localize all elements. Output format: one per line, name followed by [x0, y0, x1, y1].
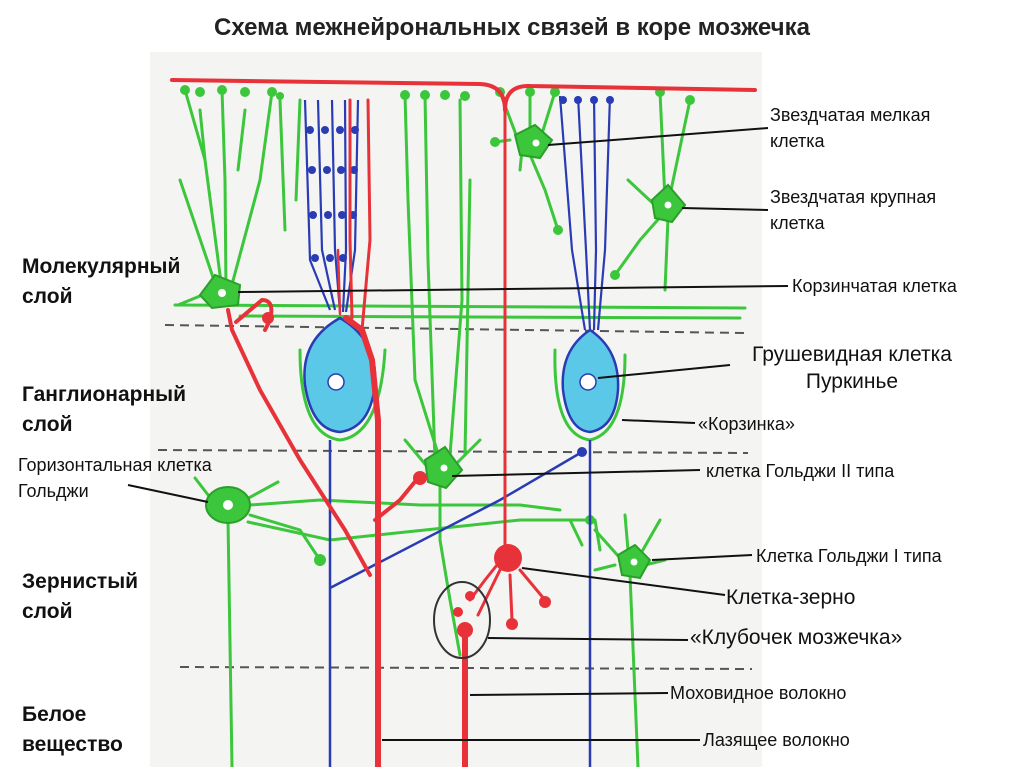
label-basket-cell: Корзинчатая клетка: [792, 276, 957, 296]
boundary-molecular-ganglionic: [164, 324, 746, 334]
label-granule: Клетка-зерно: [726, 586, 856, 609]
label-line: Пуркинье: [805, 370, 899, 393]
label-line: Горизонтальная клетка: [18, 455, 212, 475]
label-basket: «Корзинка»: [698, 414, 795, 434]
label-mossy-fiber: Моховидное волокно: [670, 683, 847, 703]
glomerulus-outline: [433, 581, 491, 659]
pointer-lines: [127, 127, 789, 741]
purkinje-cells: [303, 316, 620, 434]
page-title: Схема межнейрональных связей в коре мозж…: [214, 14, 810, 41]
layer-label-line: Зернистый: [22, 570, 139, 593]
pointer-golgi-2: [451, 469, 701, 477]
label-line: Звездчатая мелкая: [770, 105, 931, 125]
layer-label-line: слой: [22, 413, 73, 436]
label-line: Звездчатая крупная: [770, 187, 937, 207]
label-golgi-1: Клетка Гольджи I типа: [756, 546, 942, 566]
layer-label-white-matter: Белое вещество: [22, 700, 123, 760]
pointer-basket-cell: [237, 285, 789, 293]
red-cell-parts: [262, 312, 551, 638]
pointer-glomerulus: [487, 637, 689, 641]
label-line: клетка: [770, 131, 825, 151]
layer-label-line: вещество: [22, 733, 123, 756]
parallel-fiber: [238, 314, 742, 320]
green-neurons: [173, 88, 747, 767]
label-purkinje: Грушевидная клетка Пуркинье: [732, 341, 972, 395]
layer-label-ganglionic: Ганглионарный слой: [22, 380, 186, 440]
label-stellate-large: Звездчатая крупная клетка: [770, 184, 936, 236]
label-climbing-fiber: Лазящее волокно: [703, 730, 850, 750]
label-line: Грушевидная клетка: [752, 343, 952, 366]
label-stellate-small: Звездчатая мелкая клетка: [770, 102, 930, 154]
green-cell-bodies: [198, 123, 687, 580]
climbing-fiber: [343, 315, 381, 767]
pointer-stellate-large: [681, 207, 769, 211]
label-line: Гольджи: [18, 481, 89, 501]
layer-label-molecular: Молекулярный слой: [22, 252, 180, 312]
layer-label-granular: Зернистый слой: [22, 567, 138, 627]
layer-label-line: Белое: [22, 703, 87, 726]
label-line: клетка: [770, 213, 825, 233]
pointer-granule: [521, 567, 726, 596]
label-golgi-2: клетка Гольджи II типа: [706, 461, 895, 481]
pointer-golgi-1: [651, 554, 753, 561]
diagram-canvas: [150, 52, 762, 767]
pointer-basket: [621, 419, 696, 424]
layer-label-line: слой: [22, 285, 73, 308]
purkinje-axons: [328, 440, 592, 767]
pointer-golgi-horizontal: [127, 484, 209, 503]
layer-label-line: Молекулярный: [22, 255, 181, 278]
pointer-purkinje: [597, 364, 731, 379]
pointer-stellate-small: [547, 127, 769, 146]
layer-label-line: слой: [22, 600, 73, 623]
label-golgi-horizontal: Горизонтальная клетка Гольджи: [18, 452, 212, 504]
basket-left: [298, 348, 387, 442]
granule-cell-body: [494, 544, 522, 572]
layer-label-line: Ганглионарный: [22, 383, 187, 406]
cell-nuclei: [218, 139, 672, 566]
pointer-mossy: [469, 692, 669, 696]
label-glomerulus: «Клубочек мозжечка»: [690, 626, 903, 649]
boundary-ganglionic-granular: [157, 449, 749, 454]
